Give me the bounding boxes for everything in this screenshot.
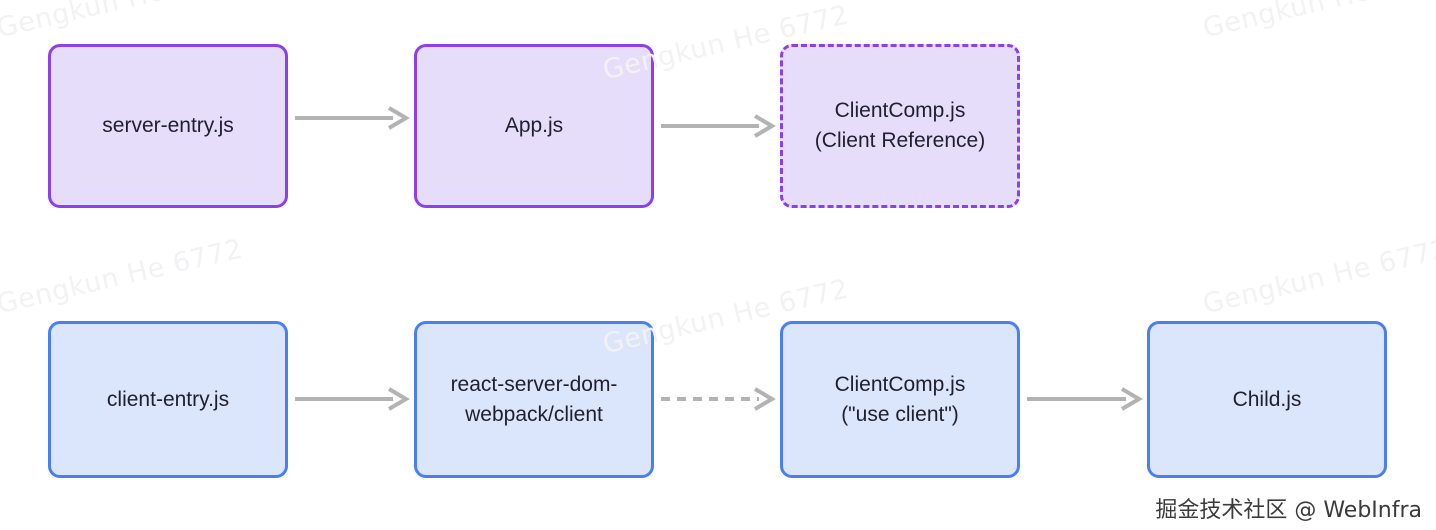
node-client-comp-reference[interactable]: ClientComp.js (Client Reference): [780, 44, 1020, 208]
node-label: ClientComp.js ("use client"): [834, 372, 966, 426]
node-label: client-entry.js: [106, 387, 230, 411]
node-client-entry[interactable]: client-entry.js: [48, 321, 288, 478]
node-react-server-dom-webpack-client[interactable]: react-server-dom- webpack/client: [414, 321, 654, 478]
arrow-webpack-client-to-client-comp: [661, 387, 776, 411]
credit-watermark: 掘金技术社区 @ WebInfra: [1155, 498, 1422, 523]
arrow-app-to-client-reference: [661, 114, 776, 138]
background-watermark: Gengkun He 6772: [1200, 0, 1436, 45]
arrow-server-entry-to-app: [295, 106, 410, 130]
arrow-client-comp-to-child: [1027, 387, 1143, 411]
background-watermark: Gengkun He 6772: [0, 233, 246, 321]
node-client-comp-use-client[interactable]: ClientComp.js ("use client"): [780, 321, 1020, 478]
node-child-js[interactable]: Child.js: [1147, 321, 1387, 478]
node-label: ClientComp.js (Client Reference): [814, 99, 986, 152]
background-watermark: Gengkun He 6772: [1200, 233, 1436, 321]
node-label: App.js: [504, 114, 564, 138]
node-server-entry[interactable]: server-entry.js: [48, 44, 288, 208]
background-watermark: Gengkun He 6772: [0, 0, 246, 45]
node-label: server-entry.js: [102, 114, 234, 138]
arrow-client-entry-to-webpack-client: [295, 387, 410, 411]
node-label: react-server-dom- webpack/client: [450, 372, 618, 426]
node-label: Child.js: [1232, 387, 1302, 411]
node-app-js[interactable]: App.js: [414, 44, 654, 208]
